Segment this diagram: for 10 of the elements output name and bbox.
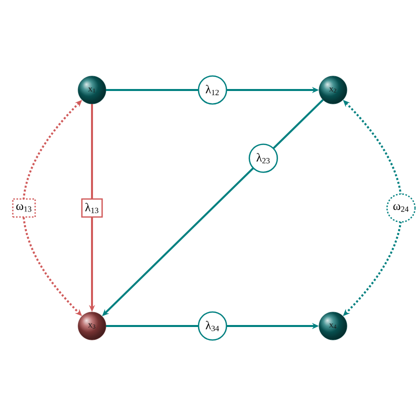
node-label: x$_{1}$ xyxy=(88,87,96,93)
edge-label: λ$_{34}$ xyxy=(198,311,228,341)
edge-label: ω$_{13}$ xyxy=(12,198,36,218)
edge-label: λ$_{23}$ xyxy=(248,144,278,173)
node-label: x$_{3}$ xyxy=(88,323,96,329)
node-label: x$_{4}$ xyxy=(329,323,336,329)
edge-label: λ$_{13}$ xyxy=(81,198,103,218)
node-label: x$_{2}$ xyxy=(329,87,336,93)
edge-label: ω$_{24}$ xyxy=(386,193,416,223)
edge-label: λ$_{12}$ xyxy=(198,75,228,105)
